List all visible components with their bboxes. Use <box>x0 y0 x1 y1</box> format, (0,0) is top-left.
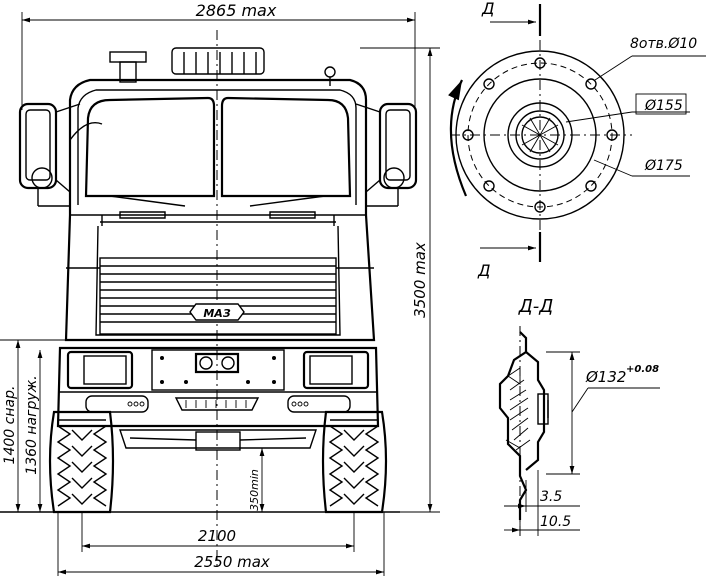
bolt-holes <box>462 57 618 213</box>
maz-logo-text: МАЗ <box>203 307 230 320</box>
fog-lamp-right <box>287 395 351 413</box>
section-diameter-dimension: Ø132 +0.08 <box>546 351 660 475</box>
height-loaded-label: 1360 нагруж. <box>24 375 40 474</box>
overall-width-dimension: 2865 max <box>21 1 416 110</box>
overall-height-label: 3500 max <box>411 242 429 318</box>
ground-clearance-label: 350min <box>248 469 261 511</box>
height-unloaded-label: 1400 снар. <box>2 386 18 465</box>
rotation-arrow <box>448 79 468 197</box>
windshield-right <box>220 96 352 198</box>
dim-small-label: 3.5 <box>540 489 562 505</box>
section-title: Д-Д <box>518 296 554 317</box>
bolt-circle <box>467 62 613 208</box>
front-axle <box>119 429 317 451</box>
overall-height-dimension: 3500 max <box>360 47 440 513</box>
fog-lamp-left <box>85 395 149 413</box>
headlight-left <box>66 350 134 390</box>
roof-equipment <box>109 47 336 86</box>
section-marker-bottom: Д <box>477 261 491 280</box>
body-width-label: 2550 max <box>194 553 270 571</box>
ground-clearance-dimension: 350min <box>248 448 265 512</box>
flange-view: Д Д 8отв.Ø10 <box>448 0 706 280</box>
section-view: Д-Д Ø132 +0.08 <box>498 296 660 538</box>
headlight-right <box>302 350 370 390</box>
body-width-dimension: 2550 max <box>57 512 385 576</box>
track-width-label: 2100 <box>198 527 236 545</box>
overall-width-label: 2865 max <box>196 1 277 20</box>
truck-front-view: 2865 max <box>0 1 440 576</box>
left-mirror <box>18 102 103 207</box>
section-length-dimensions: 3.5 10.5 <box>504 470 580 536</box>
maz-logo: МАЗ <box>189 303 245 321</box>
section-profile <box>498 331 549 520</box>
hood <box>64 211 376 342</box>
right-mirror <box>355 102 418 207</box>
track-width-dimension: 2100 <box>81 512 355 552</box>
skid-plate <box>174 397 260 411</box>
flange-outer <box>455 50 625 220</box>
front-bumper <box>56 346 380 428</box>
inner-diameter-label: Ø155 <box>644 98 683 114</box>
tow-hitch <box>194 352 240 374</box>
outer-diameter-label: Ø175 <box>644 158 683 174</box>
radiator-grille <box>66 257 374 335</box>
section-marker-top: Д <box>481 0 495 18</box>
bumper-height-dimension: 1400 снар. 1360 нагруж. <box>0 339 70 512</box>
holes-label: 8отв.Ø10 <box>630 36 697 52</box>
section-tolerance-label: +0.08 <box>626 364 659 375</box>
section-diameter-label: Ø132 <box>585 368 626 386</box>
windshield-left <box>84 96 216 198</box>
inner-diameter-box <box>635 93 687 115</box>
cab-body <box>68 78 368 216</box>
dim-large-label: 10.5 <box>540 514 571 530</box>
